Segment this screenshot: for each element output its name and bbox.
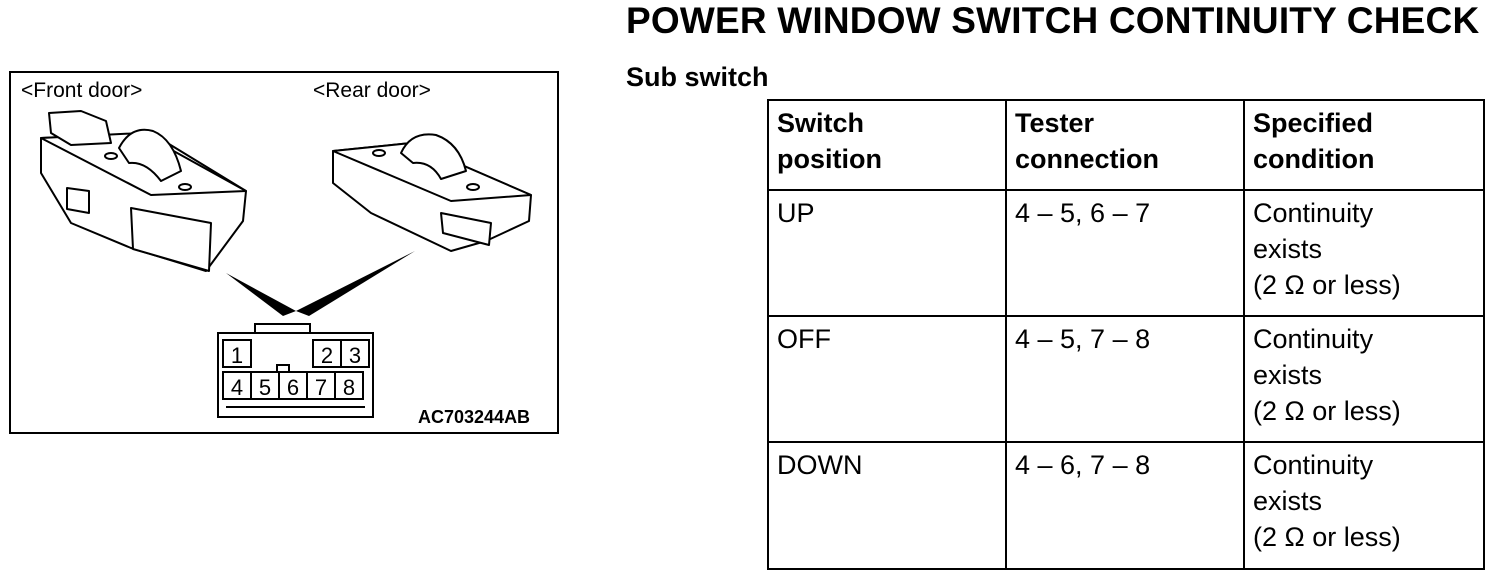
connector-body <box>217 332 374 418</box>
pin-2: 2 <box>321 343 333 368</box>
table-row: OFF 4 – 5, 7 – 8 Continuity exists (2 Ω … <box>767 315 1485 443</box>
rear-door-label: <Rear door> <box>313 79 431 102</box>
figure-code: AC703244AB <box>418 407 531 427</box>
pin-7: 7 <box>315 375 327 400</box>
cell-position: UP <box>767 189 1007 317</box>
rear-pointer <box>296 251 415 316</box>
front-door-label: <Front door> <box>21 79 143 102</box>
pin-8: 8 <box>343 375 355 400</box>
page-title: POWER WINDOW SWITCH CONTINUITY CHECK <box>626 0 1480 41</box>
rear-switch-lower <box>440 212 492 246</box>
cell-condition: Continuity exists (2 Ω or less) <box>1243 189 1485 317</box>
cell-connection: 4 – 6, 7 – 8 <box>1005 441 1245 570</box>
pin-1: 1 <box>231 343 243 368</box>
table-row: UP 4 – 5, 6 – 7 Continuity exists (2 Ω o… <box>767 189 1485 317</box>
continuity-table: Switch position Tester connection Specif… <box>767 99 1485 570</box>
rear-switch-knob <box>400 133 467 180</box>
rear-switch-top <box>332 142 532 202</box>
cell-connection: 4 – 5, 7 – 8 <box>1005 315 1245 443</box>
pin-6: 6 <box>287 375 299 400</box>
cell-condition: Continuity exists (2 Ω or less) <box>1243 315 1485 443</box>
switch-drawing: 1 2 3 4 5 6 7 8 <box>40 110 532 418</box>
cell-position: OFF <box>767 315 1007 443</box>
table-header-row: Switch position Tester connection Specif… <box>767 99 1485 191</box>
front-switch-knob <box>118 128 182 182</box>
front-pointer <box>226 273 296 316</box>
front-switch-knob-left <box>48 110 112 146</box>
section-subtitle: Sub switch <box>626 62 769 92</box>
pin-5: 5 <box>259 375 271 400</box>
cell-connection: 4 – 5, 6 – 7 <box>1005 189 1245 317</box>
pin-3: 3 <box>349 343 361 368</box>
cell-position: DOWN <box>767 441 1007 570</box>
table-row: DOWN 4 – 6, 7 – 8 Continuity exists (2 Ω… <box>767 441 1485 570</box>
front-switch-lower <box>130 207 212 272</box>
front-switch-tab <box>66 187 90 214</box>
cell-condition: Continuity exists (2 Ω or less) <box>1243 441 1485 570</box>
pin-4: 4 <box>231 375 243 400</box>
header-specified-condition: Specified condition <box>1243 99 1485 191</box>
connector-tab <box>254 323 311 334</box>
header-tester-connection: Tester connection <box>1005 99 1245 191</box>
switch-illustration: 1 2 3 4 5 6 7 8 <Front door> <Rear door>… <box>9 71 559 434</box>
header-switch-position: Switch position <box>767 99 1007 191</box>
